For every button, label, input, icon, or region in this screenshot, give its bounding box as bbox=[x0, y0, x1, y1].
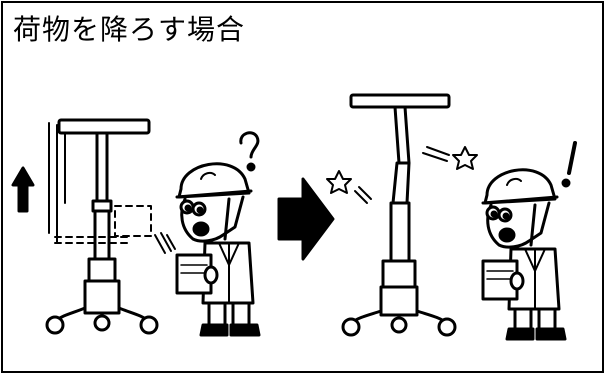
question-mark-icon bbox=[239, 131, 260, 172]
held-box-icon bbox=[175, 253, 219, 295]
impact-star-icon bbox=[326, 170, 372, 204]
impact-star-icon bbox=[422, 146, 478, 170]
page-title: 荷物を降ろす場合 bbox=[13, 13, 246, 46]
worker-icon bbox=[481, 168, 567, 341]
exclamation-mark-icon bbox=[561, 141, 577, 188]
lift-stand-icon bbox=[45, 118, 159, 335]
up-arrow-icon bbox=[11, 166, 35, 213]
illustration-canvas bbox=[11, 93, 577, 341]
worker-icon bbox=[175, 162, 261, 337]
held-box-icon bbox=[481, 259, 525, 301]
lift-stand-icon bbox=[341, 93, 457, 337]
right-arrow-icon bbox=[277, 177, 335, 261]
